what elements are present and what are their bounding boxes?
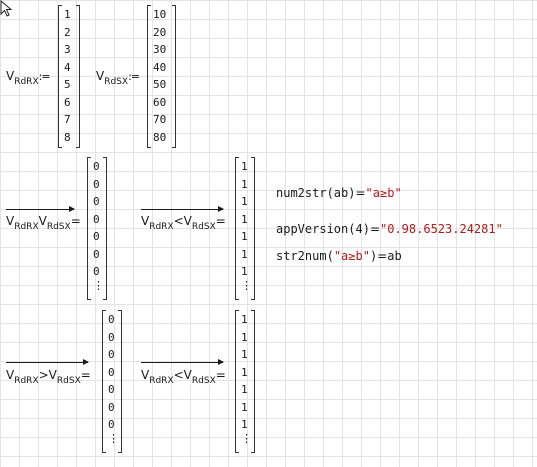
mouse-pointer-icon	[0, 0, 13, 17]
rx-definition-label[interactable]: VRdRX:=	[6, 69, 51, 87]
product-result-matrix: 0 0 0 0 0 0 0 ⋮	[87, 157, 107, 300]
lt-expression-2[interactable]: VRdRX<VRdSX=	[141, 368, 226, 386]
sx-definition-label[interactable]: VRdSX:=	[96, 69, 140, 87]
appversion-expression[interactable]: appVersion(4)="0.98.6523.24281"	[276, 222, 503, 236]
lt-result-matrix-2: 1 1 1 1 1 1 1 ⋮	[235, 310, 255, 453]
lt-result-matrix-1: 1 1 1 1 1 1 1 ⋮	[235, 157, 255, 300]
str2num-expression[interactable]: str2num("a≥b")=ab	[276, 249, 402, 263]
vectorize-arrow-lt-1	[141, 206, 224, 212]
product-expression[interactable]: VRdRXVRdSX=	[6, 214, 81, 232]
gt-result-matrix: 0 0 0 0 0 0 0 ⋮	[102, 310, 122, 453]
vectorize-arrow-product	[6, 206, 75, 212]
vectorize-arrow-lt-2	[141, 359, 224, 365]
gt-expression[interactable]: VRdRX>VRdSX=	[6, 368, 91, 386]
vectorize-arrow-gt	[6, 359, 89, 365]
rx-vector-matrix[interactable]: 1 2 3 4 5 6 7 8	[58, 5, 80, 148]
sx-vector-matrix[interactable]: 10 20 30 40 50 60 70 80	[147, 5, 176, 148]
num2str-expression[interactable]: num2str(ab)="a≥b"	[276, 186, 402, 200]
lt-expression-1[interactable]: VRdRX<VRdSX=	[141, 214, 226, 232]
